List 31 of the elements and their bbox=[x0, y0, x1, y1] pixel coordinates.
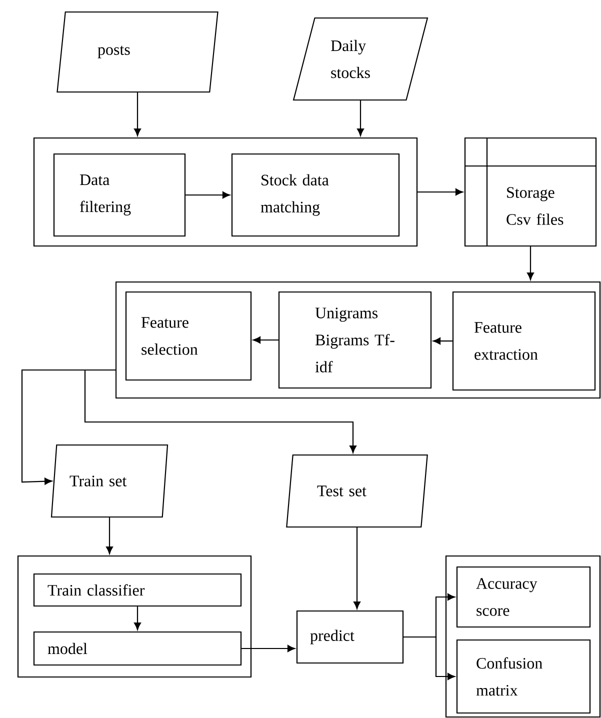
process-box: Train classifier bbox=[33, 573, 242, 607]
process-box bbox=[445, 555, 601, 718]
arrow bbox=[252, 336, 278, 344]
process-box: Stock data matching bbox=[231, 153, 400, 237]
process-box: Confusion matrix bbox=[456, 639, 591, 714]
storage-box: Storage Csv files bbox=[464, 137, 597, 247]
process-box: predict bbox=[296, 610, 404, 664]
input-parallelogram: Train set bbox=[50, 444, 168, 518]
process-box bbox=[115, 281, 601, 399]
input-parallelogram: posts bbox=[56, 11, 218, 93]
process-box: Unigrams Bigrams Tf-idf bbox=[278, 291, 432, 389]
process-box: model bbox=[33, 631, 242, 666]
process-box: Accuracy score bbox=[456, 566, 591, 628]
arrow bbox=[432, 338, 452, 344]
input-parallelogram: Test set bbox=[286, 454, 428, 528]
arrow bbox=[134, 92, 141, 136]
process-box bbox=[33, 137, 418, 247]
arrow bbox=[418, 188, 464, 196]
arrow bbox=[242, 645, 296, 652]
process-box bbox=[17, 555, 252, 678]
arrow bbox=[527, 246, 534, 280]
arrow bbox=[357, 100, 364, 136]
arrow bbox=[404, 636, 456, 680]
arrow bbox=[106, 518, 113, 554]
arrow bbox=[84, 369, 356, 454]
arrow bbox=[134, 606, 141, 630]
process-box: Feature extraction bbox=[452, 291, 596, 391]
arrow bbox=[354, 528, 360, 610]
arrow bbox=[186, 192, 230, 198]
process-box: Data filtering bbox=[53, 153, 186, 237]
process-box: Feature selection bbox=[125, 291, 252, 381]
